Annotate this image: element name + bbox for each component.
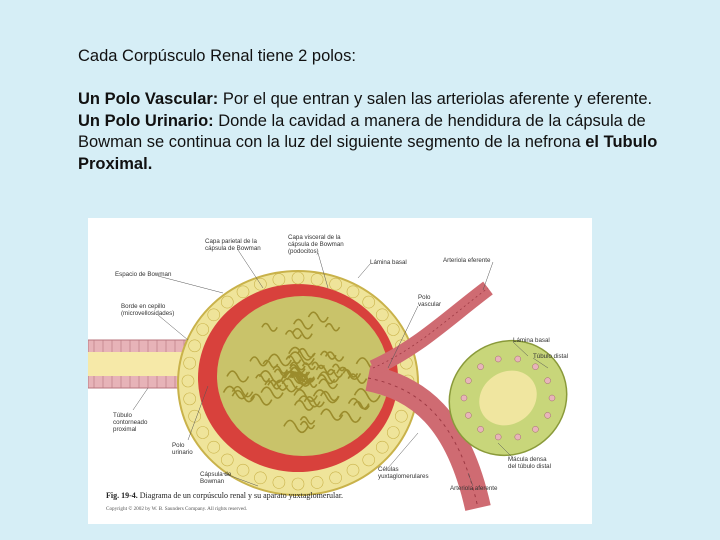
figure-caption: Fig. 19-4. Diagrama de un corpúsculo ren… bbox=[106, 491, 343, 500]
polo-urinario-term: Un Polo Urinario: bbox=[78, 112, 214, 130]
polo-vascular-term: Un Polo Vascular: bbox=[78, 90, 218, 108]
renal-corpuscle-diagram: Capa parietal de la cápsula de Bowman Ca… bbox=[88, 218, 592, 524]
label-tubulo-distal: Túbulo distal bbox=[533, 353, 568, 360]
label-arteriola-aferente: Arteriola aferente bbox=[450, 485, 498, 492]
label-macula-densa: Mácula densa del túbulo distal bbox=[508, 456, 551, 470]
text-block: Cada Corpúsculo Renal tiene 2 polos: Un … bbox=[78, 46, 668, 175]
polo-urinario-paragraph: Un Polo Urinario: Donde la cavidad a man… bbox=[78, 111, 668, 176]
figure-copyright: Copyright © 2002 by W. B. Saunders Compa… bbox=[106, 505, 247, 512]
spacer bbox=[78, 68, 668, 90]
renal-corpuscle-figure: Capa parietal de la cápsula de Bowman Ca… bbox=[88, 218, 592, 524]
polo-vascular-paragraph: Un Polo Vascular: Por el que entran y sa… bbox=[78, 89, 668, 111]
label-lamina-basal-right: Lámina basal bbox=[513, 337, 550, 344]
label-tubulo-contorneado: Túbulo contorneado proximal bbox=[113, 412, 149, 433]
label-borde-cepillo: Borde en cepillo (microvellosidades) bbox=[121, 303, 174, 317]
label-arteriola-eferente: Arteriola eferente bbox=[443, 257, 491, 264]
label-polo-vascular: Polo vascular bbox=[418, 294, 441, 308]
label-capa-parietal: Capa parietal de la cápsula de Bowman bbox=[205, 238, 261, 252]
label-espacio-bowman: Espacio de Bowman bbox=[115, 271, 172, 278]
label-celulas-yuxta: Células yuxtaglomerulares bbox=[378, 466, 429, 480]
label-polo-urinario: Polo urinario bbox=[172, 442, 193, 456]
label-capsula-bowman: Cápsula de Bowman bbox=[200, 471, 233, 485]
polo-vascular-text: Por el que entran y salen las arteriolas… bbox=[218, 90, 652, 108]
label-capa-visceral: Capa visceral de la cápsula de Bowman (p… bbox=[288, 234, 345, 255]
intro-line: Cada Corpúsculo Renal tiene 2 polos: bbox=[78, 46, 668, 68]
label-lamina-basal-top: Lámina basal bbox=[370, 259, 407, 266]
